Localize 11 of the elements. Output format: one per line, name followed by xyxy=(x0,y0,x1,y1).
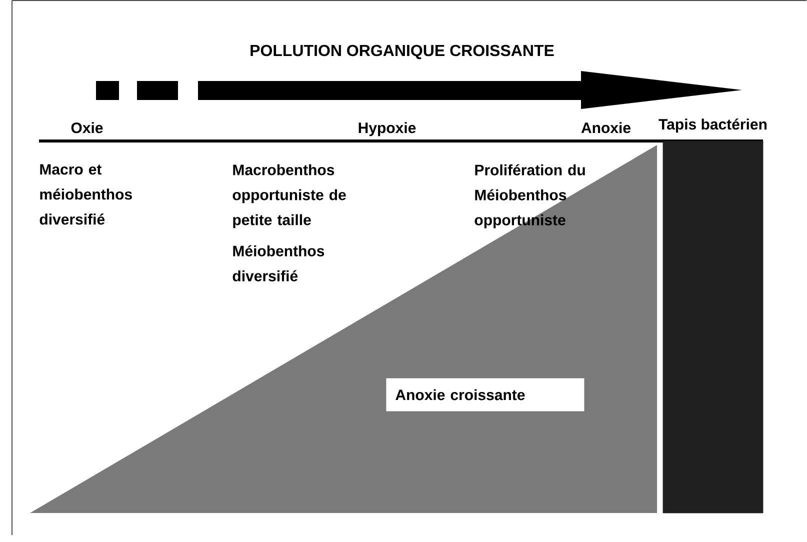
text-label: Méiobenthos diversifié xyxy=(232,245,324,282)
text-label: Hypoxie xyxy=(358,122,416,136)
text-label: Anoxie xyxy=(581,122,630,134)
text-label: Macro et méiobenthos diversifié xyxy=(40,164,132,225)
title: POLLUTION ORGANIQUE CROISSANTE xyxy=(250,44,554,60)
text-box: Anoxie croissante xyxy=(386,378,584,412)
bacterial-mat-bar: Tapis bactérien xyxy=(658,118,767,514)
text-label: Oxie xyxy=(71,122,103,134)
node-label: Tapis bactérien xyxy=(658,118,767,133)
text-label: Macrobenthos opportuniste de petite taille xyxy=(232,164,346,228)
text-label: Prolifération du Méiobenthos opportuniste xyxy=(474,164,585,228)
